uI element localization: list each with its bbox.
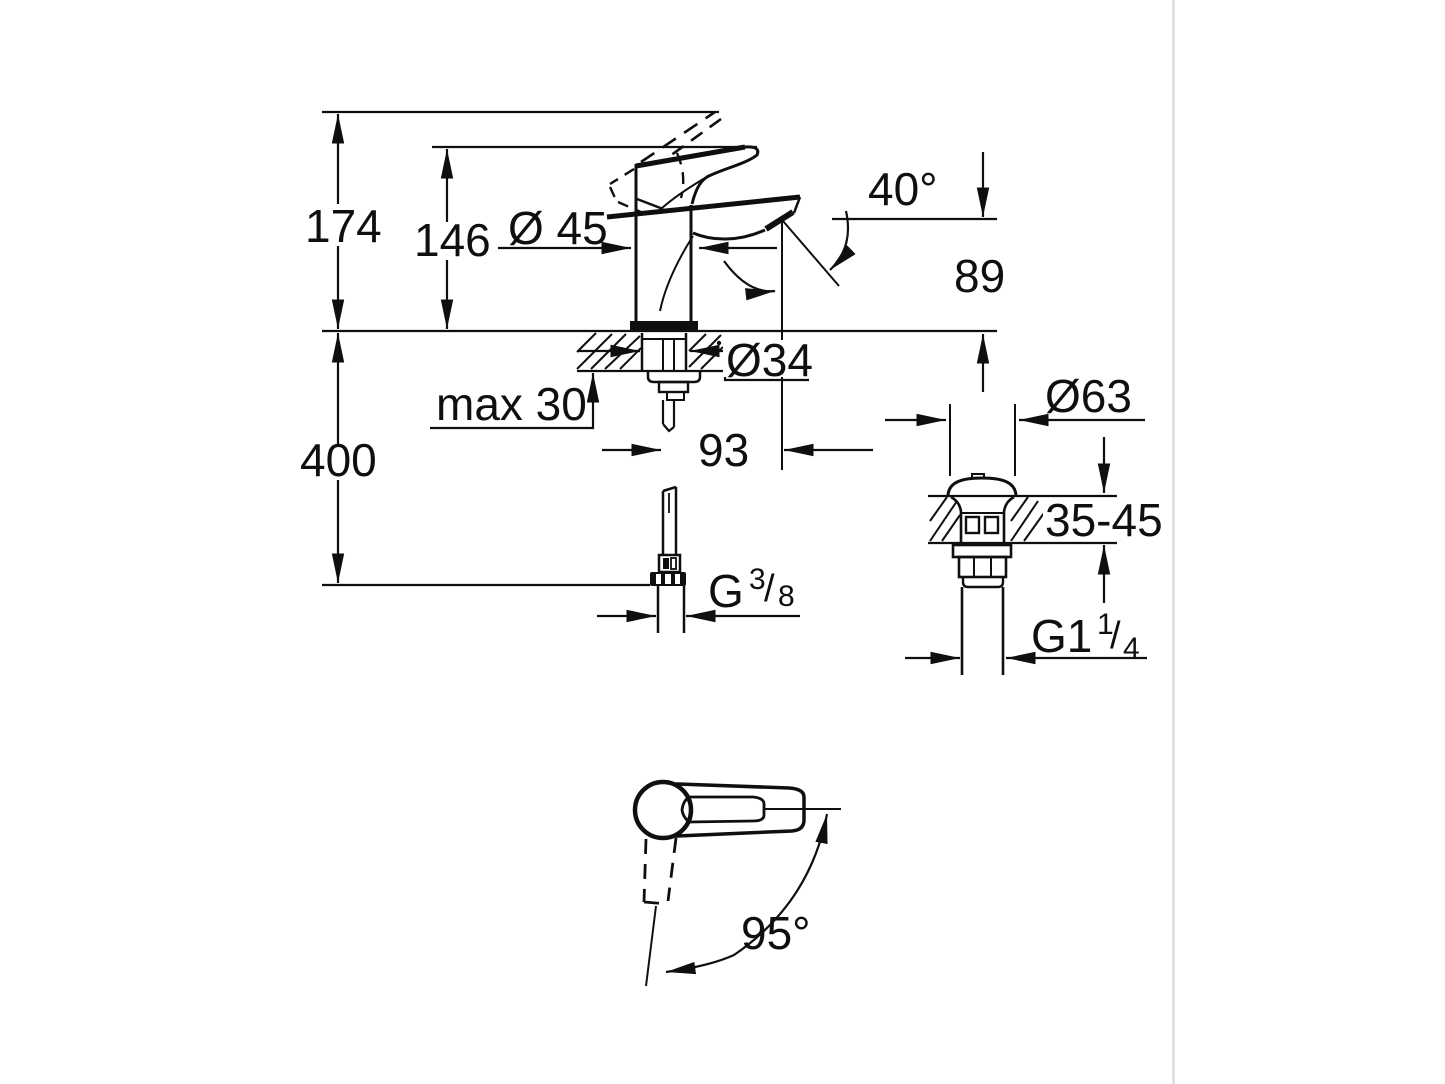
handle-knob-dashed-arc	[688, 798, 693, 824]
dim-waste-thread: G1 1 / 4	[1031, 608, 1140, 665]
waste-labels: Ø63 35-45 G1 1 / 4	[1031, 370, 1163, 665]
dim-height-to-handle: 146	[414, 214, 491, 266]
faucet-outline	[606, 144, 802, 331]
handle-swing-view: 95°	[632, 779, 841, 987]
waste-set-view: Ø63 35-45 G1 1 / 4	[885, 370, 1163, 675]
supply-hose	[650, 485, 686, 633]
dim-spout-reach: 93	[698, 424, 749, 476]
dim-waste-flange-diameter: Ø63	[1045, 370, 1132, 422]
supply-thread-slash: /	[764, 568, 775, 610]
waste-thread-denominator: 4	[1123, 632, 1140, 665]
dim-supply-thread: G 3 / 8	[708, 563, 795, 617]
dimension-labels: 174 146 Ø 45 40° 89 Ø34 max 30 93 400 G …	[299, 163, 1006, 617]
handle-down-dashed	[642, 837, 678, 906]
supply-thread-numerator: 3	[749, 563, 766, 596]
waste-counter-hatching	[929, 496, 1045, 542]
mounting-shank	[640, 333, 702, 433]
waste-thread-slash: /	[1110, 615, 1121, 657]
waste-thread-prefix: G1	[1031, 610, 1092, 662]
waste-dimension-lines	[885, 413, 1147, 665]
handle-swing-arc	[665, 813, 829, 975]
main-view: 174 146 Ø 45 40° 89 Ø34 max 30 93 400 G …	[299, 110, 1006, 633]
dim-hose-length: 400	[300, 434, 377, 486]
waste-outline	[928, 404, 1117, 675]
supply-thread-prefix: G	[708, 565, 744, 617]
handle-raised-dashed	[608, 110, 722, 215]
dim-deck-thickness-range: 35-45	[1045, 494, 1163, 546]
dim-body-diameter: Ø 45	[508, 202, 608, 254]
dim-handle-swing-angle: 95°	[741, 907, 811, 959]
spout-angle-arcs	[723, 210, 856, 301]
waste-thread-numerator: 1	[1097, 608, 1114, 641]
dim-aerator-angle: 40°	[868, 163, 938, 215]
supply-thread-denominator: 8	[778, 580, 795, 613]
dim-overall-height: 174	[305, 200, 382, 252]
dim-mounting-hole-diameter: Ø34	[726, 334, 813, 386]
dim-max-deck-thickness: max 30	[436, 378, 587, 430]
handle-swing-reference-line	[645, 905, 657, 987]
dim-spout-height: 89	[954, 250, 1005, 302]
